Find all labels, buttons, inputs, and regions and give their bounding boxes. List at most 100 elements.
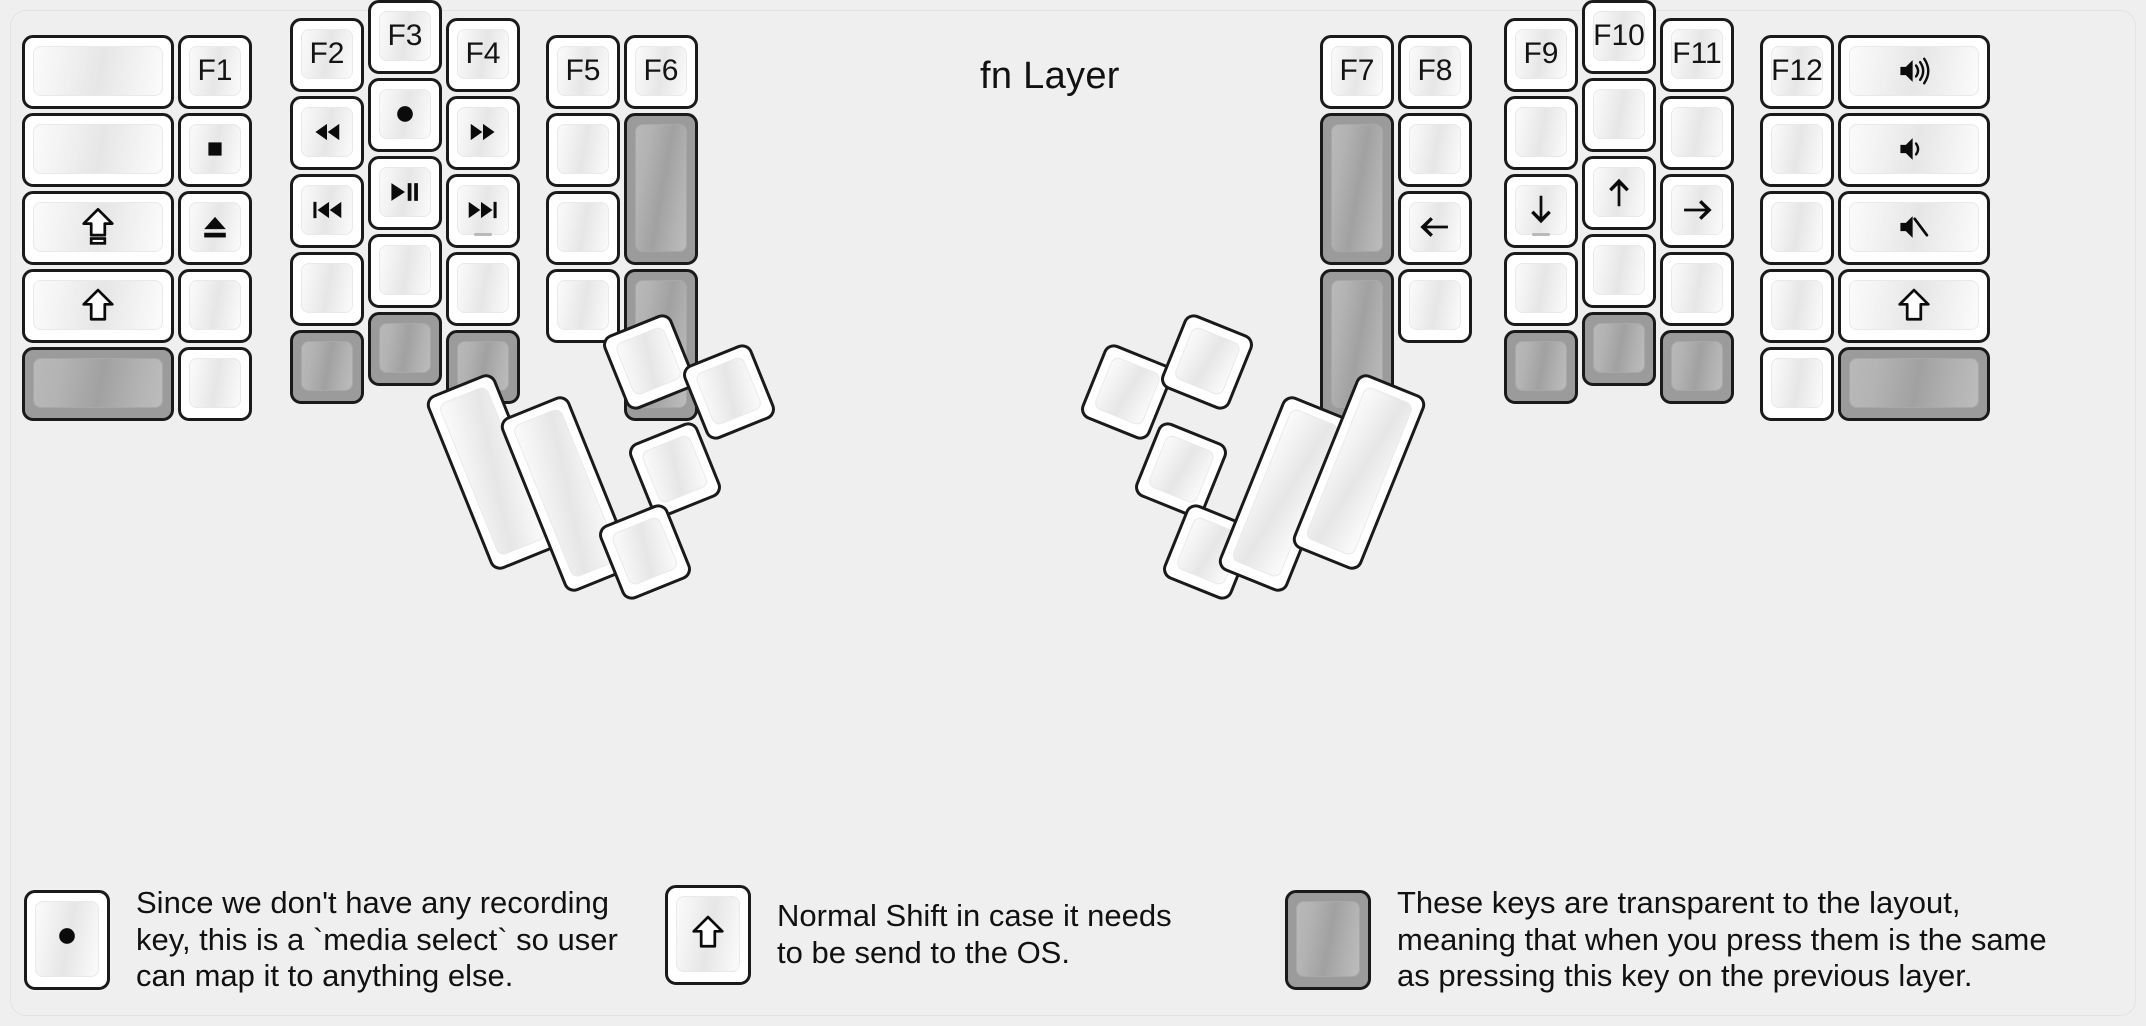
key-arrow-up-r32[interactable] [1582, 156, 1656, 230]
key-blank-l43[interactable] [446, 252, 520, 326]
keycap-surface [640, 433, 710, 505]
legend-item-2: These keys are transparent to the layout… [1285, 885, 2047, 995]
legend-item-0: Since we don't have any recording key, t… [24, 885, 618, 995]
key-blank-l52[interactable] [546, 191, 620, 265]
key-blank-l01[interactable] [22, 113, 174, 187]
keycap-surface [1671, 185, 1723, 235]
key-media-fast-forward-l41[interactable] [446, 96, 520, 170]
keycap-surface [557, 124, 609, 174]
key-blank-l61[interactable] [624, 113, 698, 265]
legend-key-0 [24, 889, 110, 990]
key-blank-r34[interactable] [1582, 312, 1656, 386]
key-blank-l13[interactable] [178, 269, 252, 343]
key-blank-r43[interactable] [1660, 252, 1734, 326]
keycap-surface [189, 280, 241, 330]
keycap-surface [33, 124, 163, 174]
legend-key-1 [665, 885, 751, 985]
key-blank-r31[interactable] [1582, 78, 1656, 152]
key-blank-l04[interactable] [22, 347, 174, 421]
key-media-rewind-l21[interactable] [290, 96, 364, 170]
key-arrow-right-r42[interactable] [1660, 174, 1734, 248]
key-f12-r50[interactable]: F12 [1760, 35, 1834, 109]
key-blank-r41[interactable] [1660, 96, 1734, 170]
key-blank-r13[interactable] [1398, 269, 1472, 343]
key-f2-l20[interactable]: F2 [290, 18, 364, 92]
key-media-record-l31[interactable] [368, 78, 442, 152]
key-blank-r33[interactable] [1582, 234, 1656, 308]
key-f6-l60[interactable]: F6 [624, 35, 698, 109]
keycap-surface [1849, 280, 1979, 330]
key-blank-l23[interactable] [290, 252, 364, 326]
keycap-surface [189, 124, 241, 174]
key-blank-r44[interactable] [1660, 330, 1734, 404]
keycap-surface [676, 896, 740, 972]
key-blank-r24[interactable] [1504, 330, 1578, 404]
key-media-play-pause-l32[interactable] [368, 156, 442, 230]
keycap-surface [457, 107, 509, 157]
keycap-surface [1849, 46, 1979, 96]
key-caps-lock-shift-l02[interactable] [22, 191, 174, 265]
keycap-surface [1849, 202, 1979, 252]
key-media-eject-l12[interactable] [178, 191, 252, 265]
key-label: F4 [465, 37, 501, 70]
key-volume-mute-r62[interactable] [1838, 191, 1990, 265]
key-f1-l10[interactable]: F1 [178, 35, 252, 109]
keycap-surface [1515, 341, 1567, 391]
key-media-next-track-l42[interactable] [446, 174, 520, 248]
key-blank-r21[interactable] [1504, 96, 1578, 170]
key-blank-l33[interactable] [368, 234, 442, 308]
key-label: F10 [1593, 19, 1645, 52]
key-media-stop-l11[interactable] [178, 113, 252, 187]
keycap-surface [1771, 280, 1823, 330]
keycap-surface [694, 355, 764, 427]
key-f3-l30[interactable]: F3 [368, 0, 442, 74]
media-stop-icon [200, 134, 230, 164]
keycap-surface [189, 358, 241, 408]
key-shift-r63[interactable] [1838, 269, 1990, 343]
caps-lock-shift-icon [81, 206, 115, 248]
key-f7-r00[interactable]: F7 [1320, 35, 1394, 109]
key-blank-r23[interactable] [1504, 252, 1578, 326]
key-f11-r40[interactable]: F11 [1660, 18, 1734, 92]
keycap-surface: F5 [557, 46, 609, 96]
page-title: fn Layer [980, 55, 1120, 97]
key-f5-l50[interactable]: F5 [546, 35, 620, 109]
key-media-previous-track-l22[interactable] [290, 174, 364, 248]
keycap-surface [1331, 124, 1383, 252]
key-arrow-down-r22[interactable] [1504, 174, 1578, 248]
key-f4-l40[interactable]: F4 [446, 18, 520, 92]
key-volume-up-r60[interactable] [1838, 35, 1990, 109]
key-blank-r54[interactable] [1760, 347, 1834, 421]
keycap-surface [301, 263, 353, 313]
key-blank-r64[interactable] [1838, 347, 1990, 421]
key-f8-r10[interactable]: F8 [1398, 35, 1472, 109]
key-blank-r01[interactable] [1320, 113, 1394, 265]
keycap-surface [379, 89, 431, 139]
key-volume-down-r61[interactable] [1838, 113, 1990, 187]
keycap-surface [35, 900, 99, 977]
media-fast-forward-icon [463, 115, 503, 149]
legend-item-1: Normal Shift in case it needs to be send… [665, 885, 1172, 985]
key-blank-l00[interactable] [22, 35, 174, 109]
key-label: F11 [1672, 37, 1722, 70]
keycap-surface [301, 185, 353, 235]
key-f9-r20[interactable]: F9 [1504, 18, 1578, 92]
key-blank-r52[interactable] [1760, 191, 1834, 265]
key-blank-l14[interactable] [178, 347, 252, 421]
shift-icon [1897, 287, 1931, 323]
key-f10-r30[interactable]: F10 [1582, 0, 1656, 74]
keycap-surface [1515, 185, 1567, 235]
key-blank-l24[interactable] [290, 330, 364, 404]
key-blank-l34[interactable] [368, 312, 442, 386]
keycap-surface: F9 [1515, 29, 1567, 79]
keycap-surface [1092, 355, 1162, 427]
key-blank-l51[interactable] [546, 113, 620, 187]
key-blank-l53[interactable] [546, 269, 620, 343]
key-shift-l03[interactable] [22, 269, 174, 343]
key-blank-r53[interactable] [1760, 269, 1834, 343]
keycap-surface [557, 280, 609, 330]
key-blank-r11[interactable] [1398, 113, 1472, 187]
key-arrow-left-r12[interactable] [1398, 191, 1472, 265]
key-label: F12 [1771, 54, 1823, 87]
key-blank-r51[interactable] [1760, 113, 1834, 187]
